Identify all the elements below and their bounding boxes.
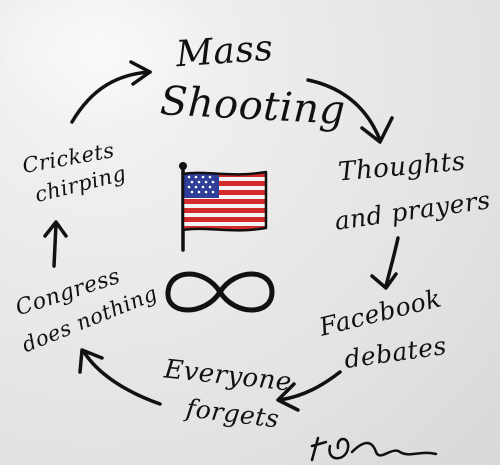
signature-scribble bbox=[310, 436, 438, 462]
us-flag-icon bbox=[179, 162, 268, 252]
arrowhead-to-congress bbox=[78, 348, 104, 374]
arrow-to-congress bbox=[82, 350, 162, 406]
arrow-to-thoughts bbox=[306, 78, 382, 142]
arrowhead-to-mass-shooting bbox=[129, 60, 152, 86]
arrowhead-to-everyone-forgets bbox=[276, 382, 300, 412]
arrow-to-facebook bbox=[384, 236, 400, 288]
arrow-to-mass-shooting bbox=[70, 70, 152, 124]
arrowhead-to-thoughts bbox=[360, 116, 394, 144]
infinity-icon bbox=[165, 271, 275, 313]
arrow-to-everyone-forgets bbox=[278, 370, 342, 402]
arrowhead-to-crickets bbox=[43, 220, 68, 238]
arrow-to-crickets bbox=[52, 222, 58, 268]
arrowhead-to-facebook bbox=[370, 272, 398, 290]
